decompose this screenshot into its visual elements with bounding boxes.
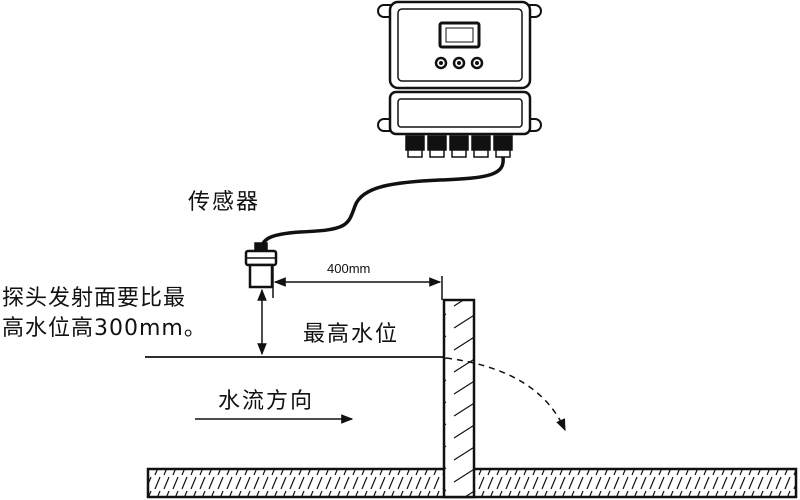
sensor-label: 传感器 [188, 190, 261, 215]
sensor-cable [259, 156, 505, 251]
installation-note-line1: 探头发射面要比最 [2, 286, 187, 311]
distance-label: 400mm [327, 261, 371, 276]
installation-note-line2: 高水位高300mm。 [2, 316, 207, 341]
controller-lower-housing [388, 90, 532, 136]
max-water-level-label: 最高水位 [303, 322, 400, 347]
ultrasonic-sensor [244, 242, 278, 289]
flow-direction-label: 水流方向 [218, 389, 315, 414]
control-buttons [434, 56, 484, 70]
cable-glands [405, 135, 513, 158]
distance-dimension [272, 266, 443, 300]
display-screen [438, 21, 481, 49]
controller-unit [377, 0, 542, 158]
